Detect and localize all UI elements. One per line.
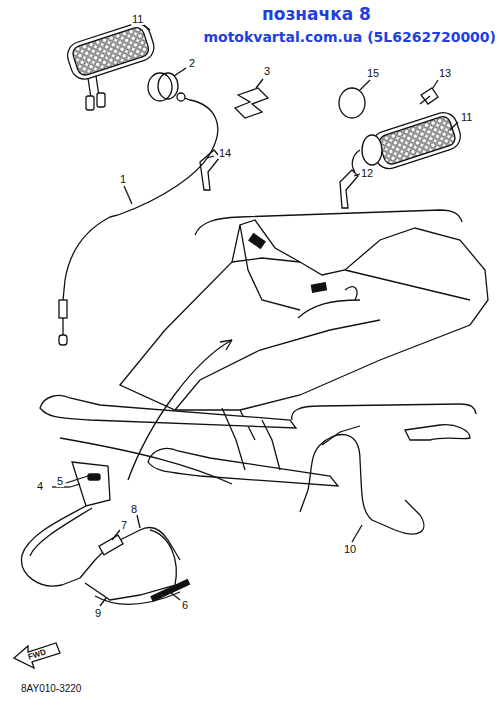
- callout-number: 4: [36, 481, 44, 492]
- callout-number: 11: [131, 14, 144, 25]
- drawing-code: 8AY010-3220: [20, 684, 82, 694]
- callout-number: 5: [56, 476, 64, 487]
- watermark: motokvartal.com.ua (5L6262720000): [203, 30, 496, 44]
- callout-number: 11: [460, 112, 473, 123]
- callout-number: 10: [343, 544, 357, 555]
- callout-number: 3: [263, 66, 271, 77]
- callout-number: 9: [94, 608, 102, 619]
- callout-number: 7: [120, 520, 128, 531]
- callout-number: 6: [181, 600, 189, 611]
- callout-number: 14: [218, 148, 232, 159]
- page-title: позначка 8: [262, 6, 371, 23]
- callout-number: 1: [119, 174, 127, 185]
- callout-number: 15: [366, 68, 380, 79]
- callout-number: 12: [360, 168, 374, 179]
- callout-number: 8: [130, 504, 138, 515]
- callout-number: 2: [188, 58, 196, 69]
- callout-number: 13: [438, 68, 452, 79]
